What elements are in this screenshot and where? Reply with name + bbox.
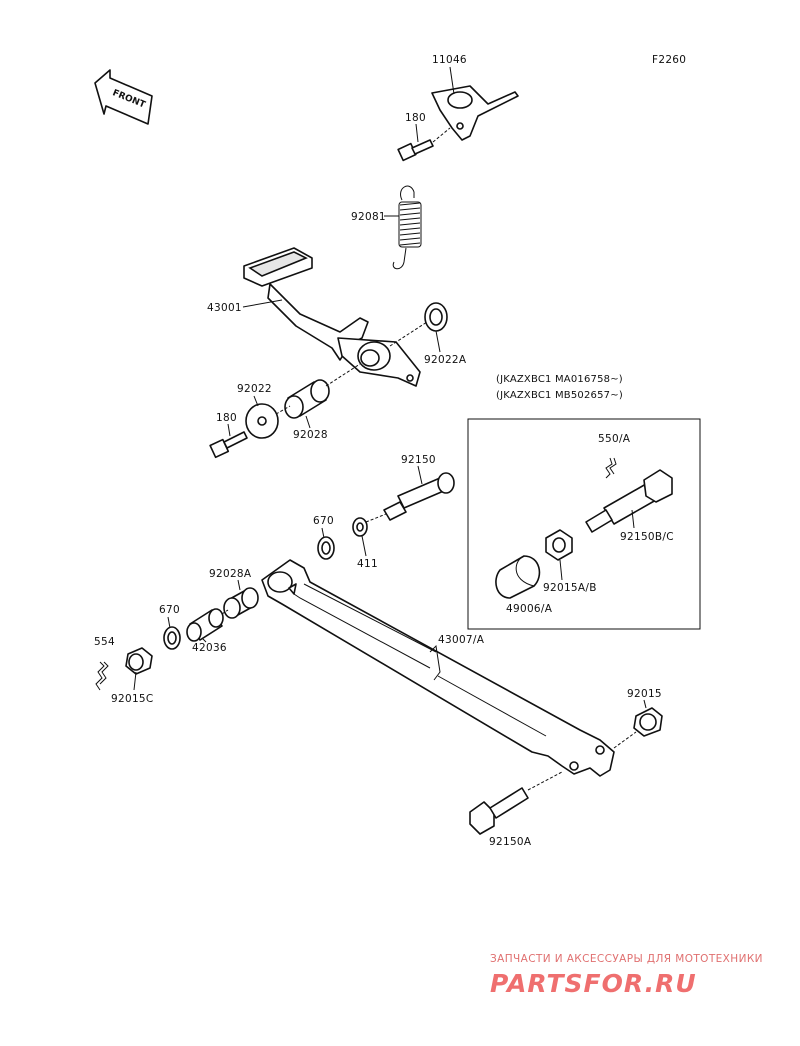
washer-92022: [245, 403, 279, 439]
label-92022a: 92022A: [424, 354, 467, 366]
label-92150bc: 92150B/C: [620, 531, 674, 543]
variant-line-1: (JKAZXBC1 MA016758~): [496, 374, 623, 385]
label-92028a: 92028A: [209, 568, 252, 580]
nut-92015c: [125, 647, 153, 675]
linkage-arm-43007a: [261, 559, 615, 777]
watermark-tagline: ЗАПЧАСТИ И АКСЕССУАРЫ ДЛЯ МОТОТЕХНИКИ: [490, 953, 763, 965]
label-670-top: 670: [313, 515, 334, 527]
pin-550a: [605, 457, 617, 479]
circlip-670-left: [163, 626, 181, 650]
watermark-brand: PARTSFOR.RU: [490, 969, 697, 998]
label-92022: 92022: [237, 383, 272, 395]
label-92081: 92081: [351, 211, 386, 223]
bolt-180-top: [397, 139, 434, 162]
bushing-92028a: [223, 587, 259, 619]
bolt-92150bc: [585, 469, 673, 533]
label-92150a: 92150A: [489, 836, 532, 848]
cotter-pin-554: [95, 661, 109, 691]
label-180-top: 180: [405, 112, 426, 124]
label-11046: 11046: [432, 54, 467, 66]
variant-line-2: (JKAZXBC1 MB502657~): [496, 390, 623, 401]
cap-49006a: [495, 555, 541, 599]
bolt-92150a: [469, 787, 529, 835]
label-42036: 42036: [192, 642, 227, 654]
label-92028: 92028: [293, 429, 328, 441]
label-411: 411: [357, 558, 378, 570]
spring-92081: [392, 185, 422, 270]
figure-code: F2260: [652, 54, 686, 66]
label-92015: 92015: [627, 688, 662, 700]
label-670-left: 670: [159, 604, 180, 616]
label-92015ab: 92015A/B: [543, 582, 597, 594]
washer-411: [352, 517, 368, 537]
bolt-180-mid: [209, 431, 248, 459]
pivot-bolt-92150: [383, 472, 455, 521]
label-49006a: 49006/A: [506, 603, 553, 615]
nut-92015ab: [545, 529, 573, 561]
label-550a: 550/A: [598, 433, 631, 445]
bracket-11046: [431, 85, 519, 141]
washer-92022a: [424, 302, 448, 332]
label-43007a: 43007/A: [438, 634, 485, 646]
label-43001: 43001: [207, 302, 242, 314]
bushing-92028: [284, 379, 330, 419]
nut-92015: [633, 707, 663, 737]
circlip-670-top: [317, 536, 335, 560]
variant-box: [467, 418, 701, 630]
label-180-mid: 180: [216, 412, 237, 424]
label-92015c: 92015C: [111, 693, 154, 705]
front-arrow-icon: FRONT: [94, 69, 153, 125]
label-92150: 92150: [401, 454, 436, 466]
pedal-43001: [243, 247, 421, 387]
label-554: 554: [94, 636, 115, 648]
collar-42036: [186, 608, 224, 642]
